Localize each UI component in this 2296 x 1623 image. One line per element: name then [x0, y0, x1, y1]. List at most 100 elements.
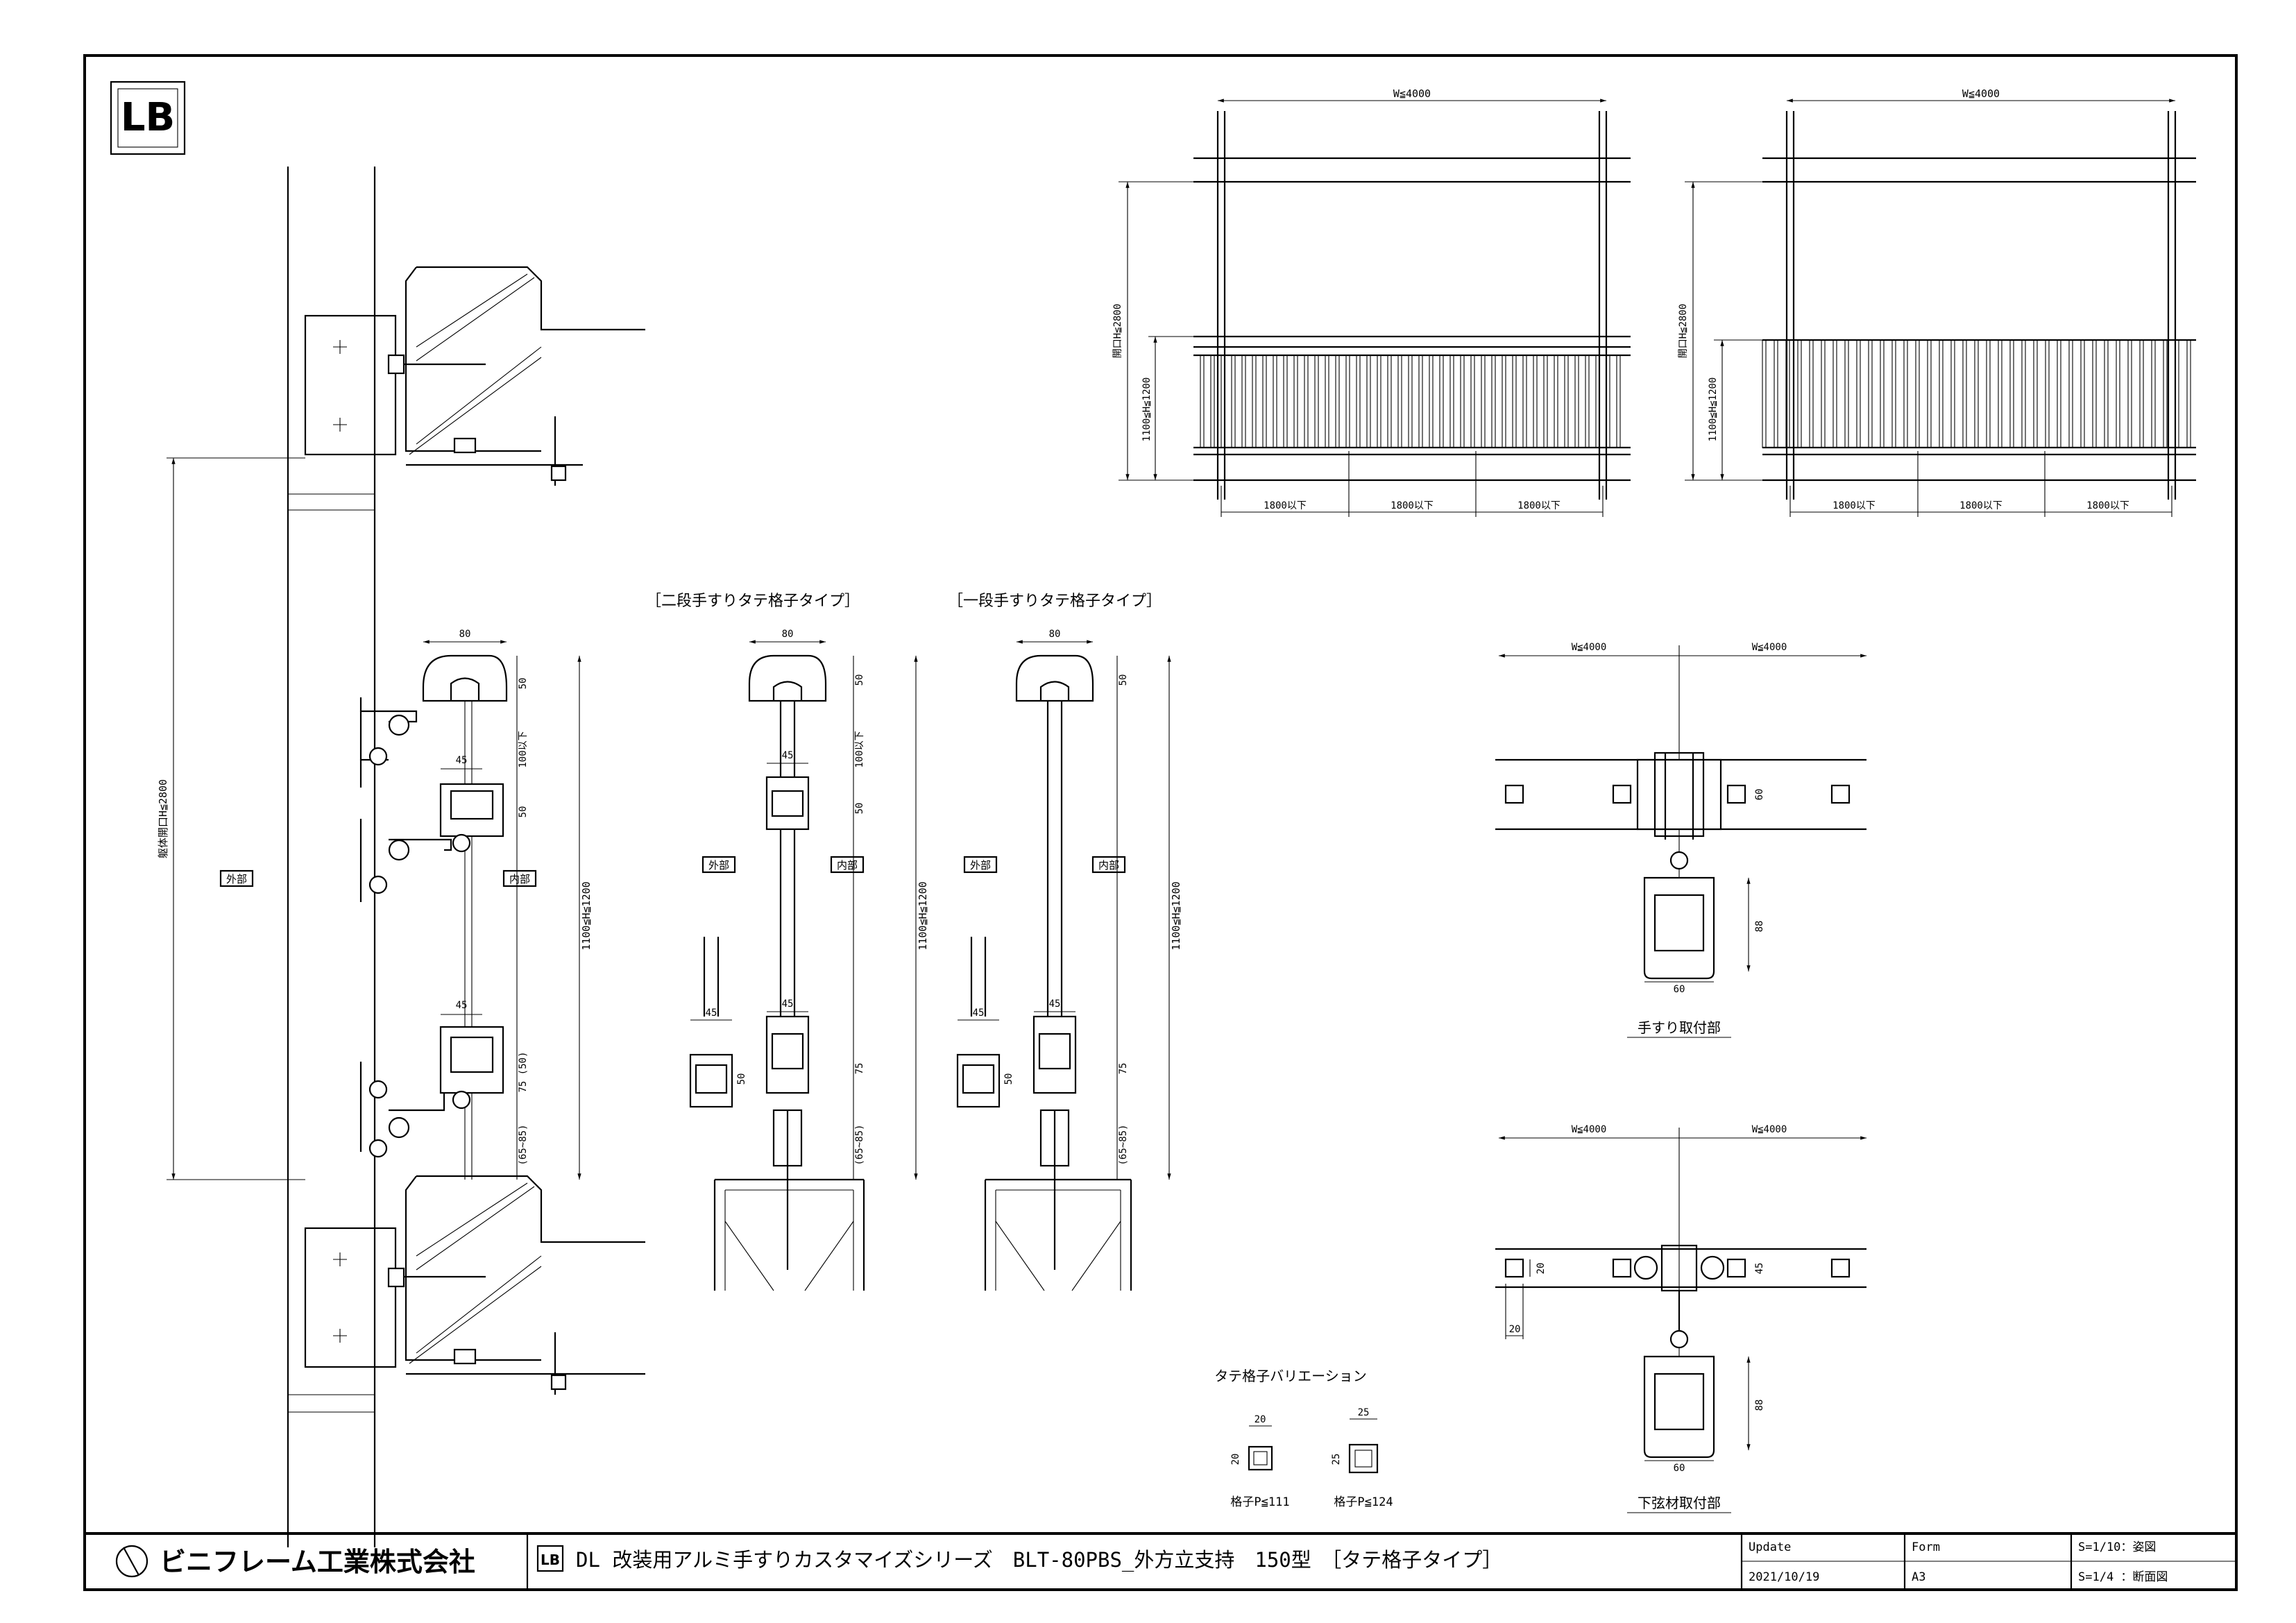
svg-text:45: 45: [456, 1000, 468, 1011]
baluster: [1868, 339, 1873, 448]
elevation-left: W≦4000 開口H≦2800 1100≦H≦1200 1800以下 1800以…: [1112, 87, 1631, 517]
baluster: [2009, 339, 2014, 448]
baluster: [2175, 339, 2179, 448]
baluster: [1418, 355, 1423, 448]
baluster: [1491, 355, 1496, 448]
svg-text:内部: 内部: [837, 859, 858, 872]
svg-text:1800以下: 1800以下: [1959, 500, 2002, 511]
baluster: [1903, 339, 1908, 448]
baluster: [1891, 339, 1896, 448]
baluster: [2057, 339, 2061, 448]
baluster: [1821, 339, 1826, 448]
title-block: ビニフレーム工業株式会社 LB DL 改装用アルミ手すりカスタマイズシリーズ B…: [85, 1532, 2236, 1590]
baluster: [1408, 355, 1413, 448]
svg-text:W≦4000: W≦4000: [1393, 87, 1431, 100]
baluster: [2068, 339, 2073, 448]
svg-text:開口H≦2800: 開口H≦2800: [1112, 304, 1123, 359]
lower-chord-attachment-title: 下弦材取付部: [1638, 1495, 1721, 1511]
plan-lower-chord-attachment: W≦4000 W≦4000 88 45 60 20 20 下弦材取付部: [1495, 1124, 1866, 1513]
svg-text:75 (50): 75 (50): [518, 1051, 529, 1092]
svg-text:1100≦H≦1200: 1100≦H≦1200: [917, 881, 929, 950]
svg-text:80: 80: [782, 629, 794, 640]
baluster: [1231, 355, 1236, 448]
baluster: [1998, 339, 2002, 448]
baluster: [1356, 355, 1361, 448]
balusters-left: [1200, 355, 1621, 448]
svg-text:20: 20: [1230, 1454, 1241, 1465]
baluster: [1366, 355, 1371, 448]
svg-text:開口H≦2800: 開口H≦2800: [1678, 304, 1689, 359]
baluster: [1241, 355, 1246, 448]
svg-text:LB: LB: [541, 1552, 560, 1568]
baluster: [1210, 355, 1215, 448]
svg-text:45: 45: [782, 999, 794, 1010]
variations-title: タテ格子バリエーション: [1214, 1368, 1367, 1384]
svg-text:1800以下: 1800以下: [2086, 500, 2129, 511]
baluster: [1502, 355, 1506, 448]
baluster: [1797, 339, 1802, 448]
baluster: [1574, 355, 1579, 448]
baluster: [1449, 355, 1454, 448]
svg-text:45: 45: [782, 750, 794, 761]
svg-text:外部: 外部: [970, 859, 991, 872]
svg-text:W≦4000: W≦4000: [1752, 1124, 1787, 1135]
baluster: [1986, 339, 1991, 448]
baluster: [1974, 339, 1979, 448]
balusters-right: [1762, 339, 2191, 448]
svg-text:45: 45: [973, 1008, 985, 1019]
baluster: [1844, 339, 1849, 448]
one-tier-title: ［一段手すりタテ格子タイプ］: [948, 593, 1162, 610]
sheet-frame: [83, 54, 2238, 1591]
two-tier-title: ［二段手すりタテ格子タイプ］: [646, 593, 860, 610]
elevation-right: W≦4000 開口H≦2800 1100≦H≦1200 1800以下 1800以…: [1678, 87, 2196, 517]
baluster: [1606, 355, 1610, 448]
svg-text:75: 75: [854, 1063, 865, 1075]
svg-text:W≦4000: W≦4000: [1572, 1124, 1607, 1135]
baluster: [1856, 339, 1861, 448]
two-tier-section: ［二段手すりタテ格子タイプ］ 45 50 80 45 45 1100≦: [646, 593, 929, 1291]
svg-text:1100≦H≦1200: 1100≦H≦1200: [1141, 377, 1153, 442]
baluster: [1387, 355, 1392, 448]
svg-text:50: 50: [518, 678, 529, 690]
baluster: [1616, 355, 1621, 448]
baluster: [1533, 355, 1538, 448]
baluster: [1585, 355, 1590, 448]
baluster: [2186, 339, 2191, 448]
svg-text:1800以下: 1800以下: [1264, 500, 1307, 511]
update-label: Update: [1749, 1540, 1791, 1554]
svg-text:1100≦H≦1200: 1100≦H≦1200: [1170, 881, 1182, 950]
baluster: [2092, 339, 2097, 448]
svg-text:(65~85): (65~85): [1118, 1124, 1129, 1165]
variation-b-label: 格子P≦124: [1334, 1495, 1393, 1509]
svg-text:45: 45: [1754, 1263, 1765, 1275]
logo-stamp: LB: [110, 80, 186, 155]
svg-text:75: 75: [1118, 1063, 1129, 1075]
svg-text:80: 80: [1049, 629, 1061, 640]
svg-text:(65~85): (65~85): [518, 1124, 529, 1165]
baluster: [1554, 355, 1558, 448]
baluster: [1262, 355, 1267, 448]
svg-text:1800以下: 1800以下: [1517, 500, 1561, 511]
baluster: [1481, 355, 1486, 448]
baluster: [1439, 355, 1444, 448]
variation-a-label: 格子P≦111: [1230, 1495, 1289, 1509]
svg-text:25: 25: [1331, 1454, 1342, 1465]
scale-elevation: S=1/10：姿図: [2078, 1540, 2156, 1554]
baluster: [1950, 339, 1955, 448]
outer-label: 外部: [226, 873, 247, 885]
baluster: [1221, 355, 1225, 448]
svg-text:W≦4000: W≦4000: [1572, 642, 1607, 653]
svg-text:100以下: 100以下: [518, 731, 529, 767]
baluster: [1314, 355, 1319, 448]
main-section: 躯体開口H≦2800 80 1100≦H≦1200 50 100以下 50 75…: [157, 167, 645, 1547]
handrail-attachment-title: 手すり取付部: [1638, 1019, 1721, 1036]
svg-text:88: 88: [1754, 1400, 1765, 1411]
baluster: [1927, 339, 1932, 448]
baluster: [1335, 355, 1340, 448]
svg-text:W≦4000: W≦4000: [1752, 642, 1787, 653]
svg-text:1800以下: 1800以下: [1391, 500, 1434, 511]
svg-text:W≦4000: W≦4000: [1962, 87, 2000, 100]
svg-text:60: 60: [1754, 789, 1765, 801]
svg-text:外部: 外部: [708, 859, 729, 872]
baluster: [1283, 355, 1288, 448]
